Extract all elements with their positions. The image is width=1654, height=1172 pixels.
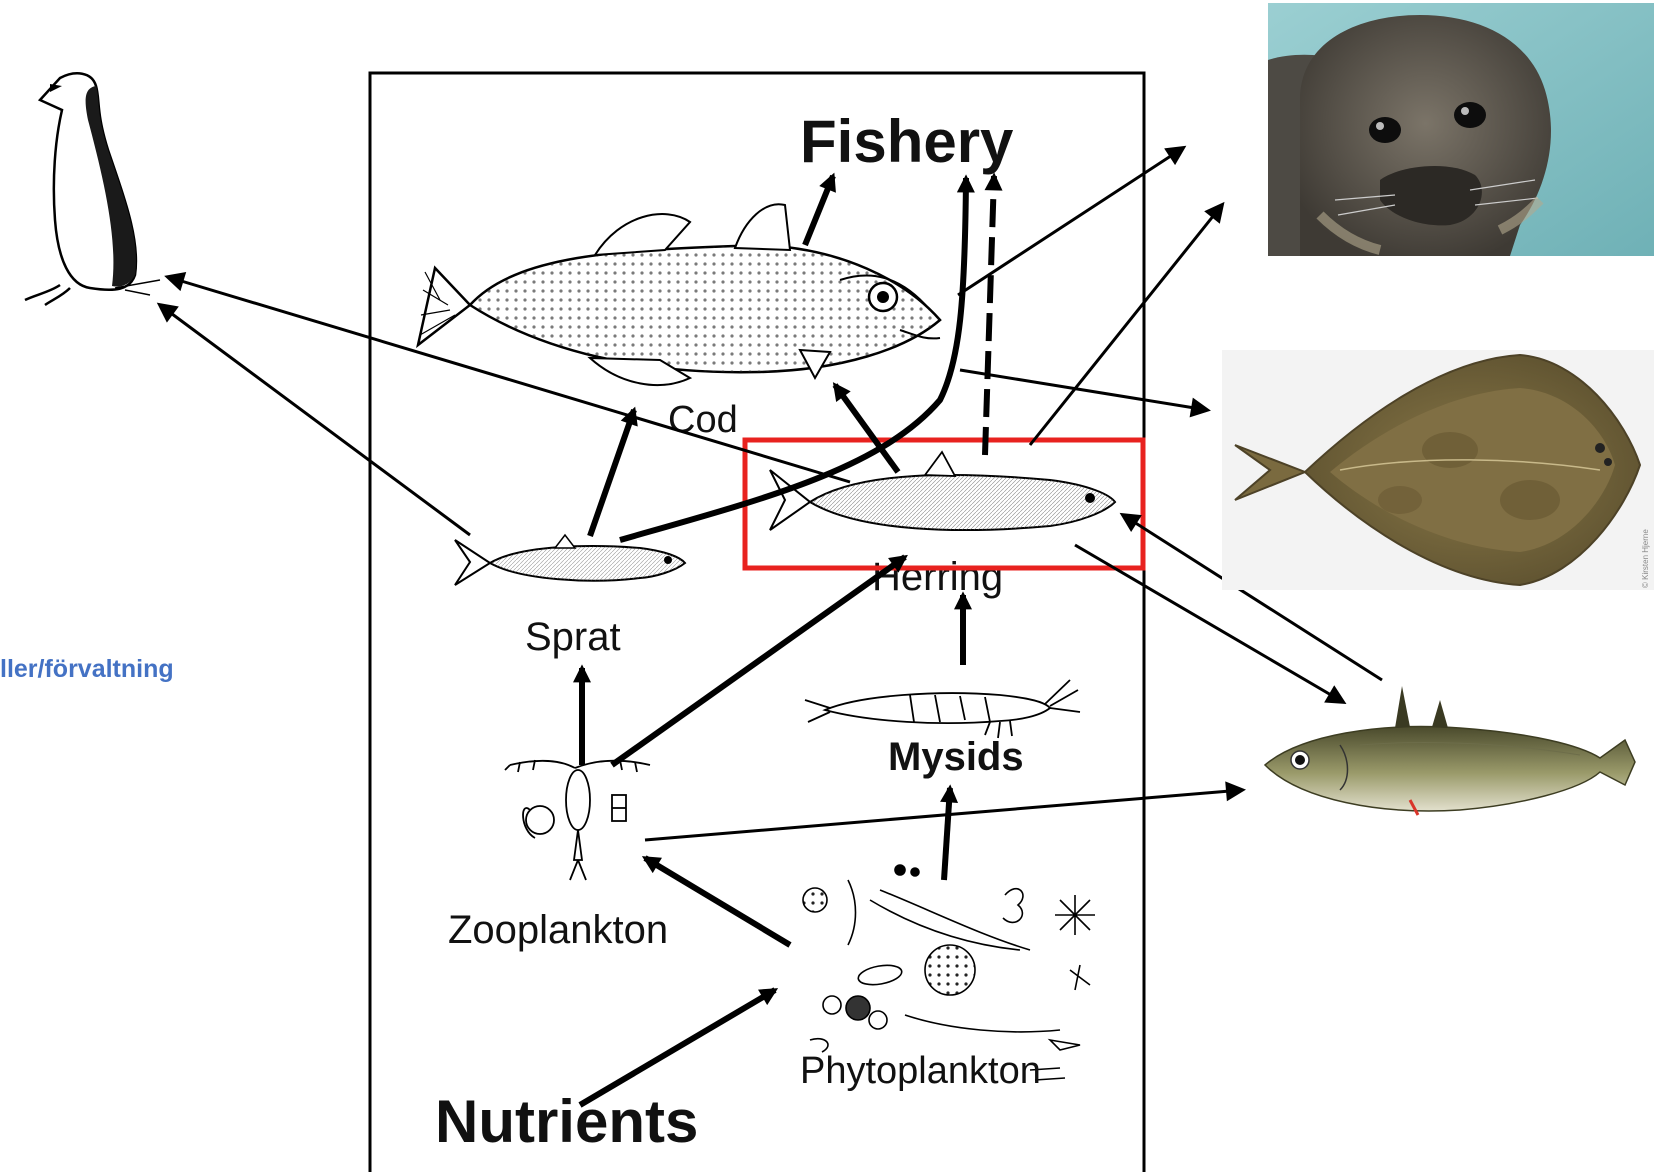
guillemot-icon xyxy=(25,73,160,305)
phytoplankton-illustration xyxy=(803,865,1095,1080)
flounder-copyright: © Kirsten Hjerne xyxy=(1641,529,1650,588)
arrow-zooplankton-to-herring xyxy=(612,557,905,765)
arrow-sprat-to-cod xyxy=(590,410,634,536)
stickleback-image xyxy=(1265,686,1635,815)
label-herring: Herring xyxy=(872,555,1003,599)
herring-illustration xyxy=(770,452,1115,530)
label-nutrients: Nutrients xyxy=(435,1088,698,1155)
sprat-illustration xyxy=(455,535,685,585)
arrow-phytoplankton-to-mysids xyxy=(944,788,950,880)
flounder-image: © Kirsten Hjerne xyxy=(1222,350,1654,590)
grey-seal-photo xyxy=(1268,3,1654,256)
label-cod: Cod xyxy=(668,399,738,441)
label-phytoplankton: Phytoplankton xyxy=(800,1050,1041,1092)
arrow-cod-to-fishery xyxy=(805,176,833,245)
arrow-zooplankton-to-stickleback xyxy=(645,790,1242,840)
label-sprat: Sprat xyxy=(525,615,621,659)
cod-illustration xyxy=(418,204,940,385)
zooplankton-illustration xyxy=(505,760,650,880)
arrow-herring-to-fishery xyxy=(985,176,994,455)
label-mysids: Mysids xyxy=(888,735,1024,779)
mysid-illustration xyxy=(805,680,1080,738)
label-fishery: Fishery xyxy=(800,108,1014,175)
label-zooplankton: Zooplankton xyxy=(448,908,668,952)
